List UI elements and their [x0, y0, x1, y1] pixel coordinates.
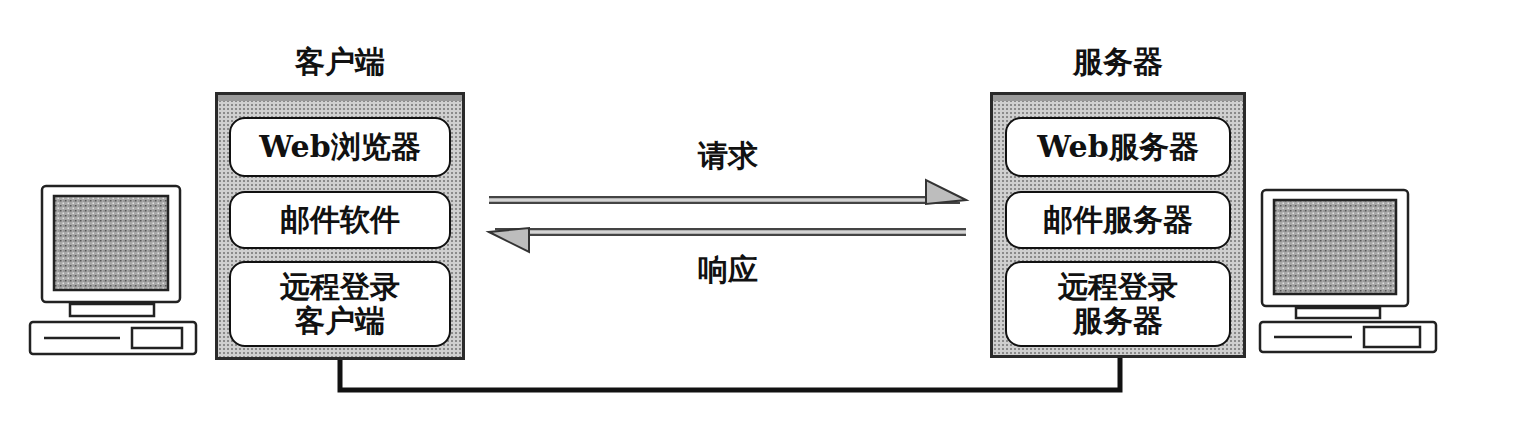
arrow-label: 响应: [694, 250, 762, 291]
host-box: 服务器Web服务器邮件服务器远程登录 服务器: [990, 92, 1246, 358]
cable-line: [340, 358, 1120, 390]
message-arrow: [489, 180, 966, 204]
arrow-shaft: [495, 228, 966, 236]
arrow-shaft: [489, 196, 960, 204]
software-label: 邮件服务器: [1043, 203, 1193, 237]
left-computer: [30, 186, 196, 354]
arrow-head: [926, 180, 966, 204]
message-arrow: [489, 228, 966, 252]
host-heading: 服务器: [1073, 45, 1163, 79]
software-label: 远程登录 客户端: [271, 270, 409, 337]
arrow-head: [489, 228, 529, 252]
host-box: 客户端Web浏览器邮件软件远程登录 客户端: [215, 92, 465, 360]
software-box: 邮件软件: [229, 191, 451, 249]
arrow-shaft-core: [495, 230, 966, 234]
software-box: Web浏览器: [229, 117, 451, 177]
software-label: 邮件软件: [280, 203, 400, 237]
software-box: 远程登录 客户端: [229, 261, 451, 347]
software-label: Web浏览器: [259, 130, 420, 164]
host-heading: 客户端: [295, 45, 385, 79]
software-box: 邮件服务器: [1005, 191, 1231, 249]
arrow-shaft-core: [489, 198, 960, 202]
software-box: Web服务器: [1005, 117, 1231, 177]
software-label: 远程登录 服务器: [1049, 270, 1187, 337]
software-box: 远程登录 服务器: [1005, 261, 1231, 347]
software-label: Web服务器: [1037, 130, 1198, 164]
arrow-label: 请求: [694, 136, 762, 177]
network-cable: [340, 358, 1120, 390]
right-computer: [1260, 190, 1436, 352]
